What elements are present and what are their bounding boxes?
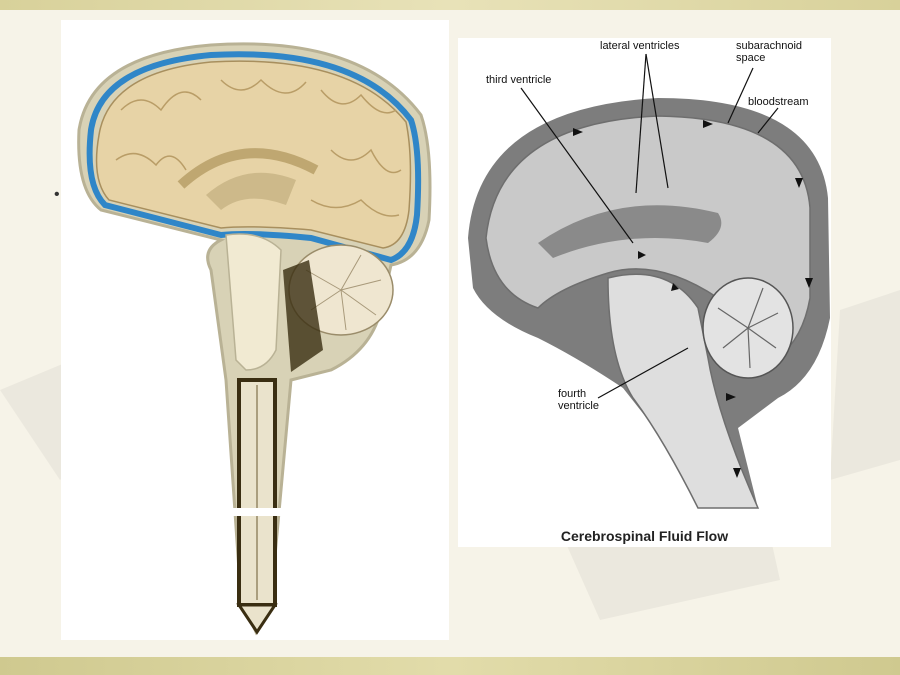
csf-blue-layer bbox=[86, 51, 422, 264]
figure-caption: Cerebrospinal Fluid Flow bbox=[560, 528, 729, 544]
corpus-callosum bbox=[177, 148, 319, 189]
label-subarachnoid-space: subarachnoid space bbox=[736, 40, 803, 64]
label-bloodstream: bloodstream bbox=[748, 96, 809, 108]
slide-bullet: • bbox=[54, 186, 60, 203]
brainstem bbox=[225, 233, 282, 371]
right-csf-diagram: lateral ventricles subarachnoid space th… bbox=[458, 38, 831, 547]
brainstem-gray bbox=[607, 273, 760, 509]
lateral-ventricle bbox=[538, 205, 722, 258]
label-third-ventricle: third ventricle bbox=[486, 74, 552, 86]
slide-top-bar bbox=[0, 0, 900, 10]
label-lateral-ventricles: lateral ventricles bbox=[600, 40, 680, 52]
left-brain-illustration bbox=[61, 20, 449, 640]
label-fourth-ventricle: fourth ventricle bbox=[558, 388, 599, 412]
slide-bottom-bar bbox=[0, 657, 900, 675]
